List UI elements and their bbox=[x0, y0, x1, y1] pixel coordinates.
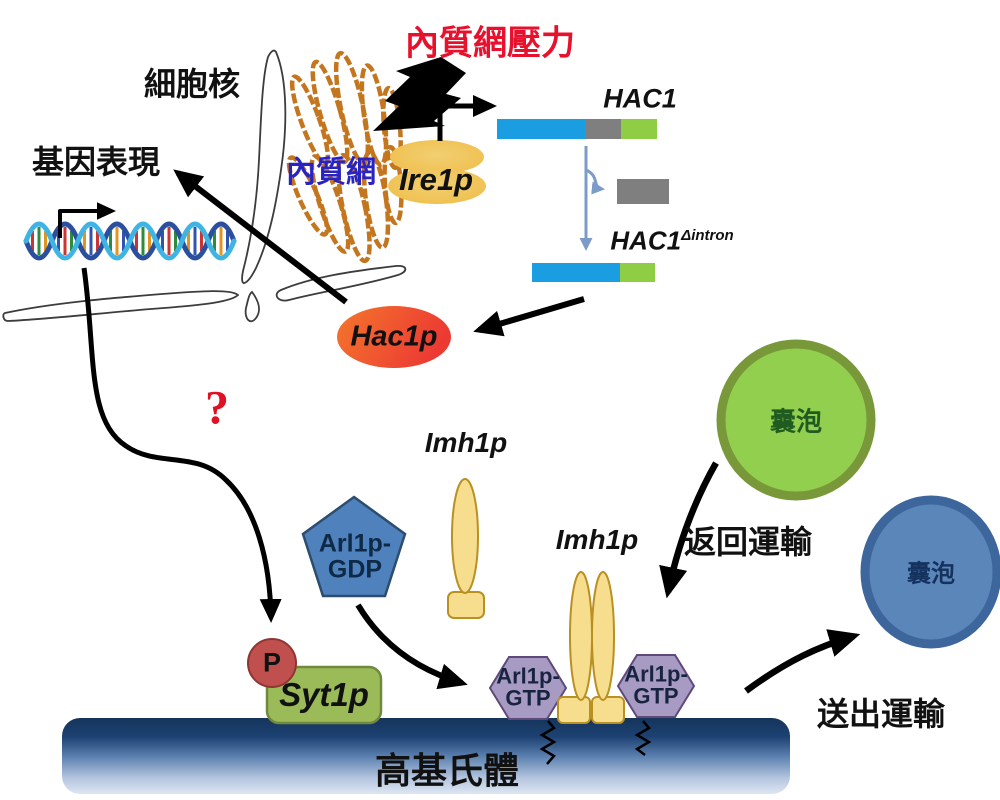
arl1p-gdp-line1: Arl1p- bbox=[318, 529, 392, 558]
arl1p-gtp-right-label: Arl1p- GTP bbox=[624, 661, 688, 709]
gdp-to-gtp-arrow bbox=[355, 603, 468, 690]
ire1p-label: Ire1p bbox=[398, 162, 474, 197]
vesicle-blue-label: 囊泡 bbox=[907, 561, 955, 588]
hac1-mrna-unspliced bbox=[497, 119, 657, 139]
anterograde-label: 送出運輸 bbox=[816, 696, 946, 732]
vesicle-green bbox=[716, 339, 876, 501]
imh1p-cytosolic bbox=[447, 478, 485, 619]
dna-helix bbox=[23, 221, 237, 261]
vesicle-blue bbox=[860, 495, 1000, 649]
arl1p-gdp-pentagon bbox=[301, 495, 407, 598]
syt1p-protein bbox=[265, 665, 383, 725]
spliced-to-hac1p-arrow bbox=[473, 296, 585, 337]
er-structure bbox=[286, 50, 404, 264]
hac1p-label: Hac1p bbox=[350, 320, 438, 353]
hac1-mrna-spliced bbox=[532, 263, 655, 282]
arl1p-gtp-right-line1: Arl1p- bbox=[624, 661, 688, 687]
splice-branch-arrow bbox=[585, 168, 605, 195]
imh1p-dimer bbox=[557, 571, 625, 724]
arl1p-gdp-label: Arl1p- GDP bbox=[318, 529, 392, 583]
vesicle-green-label: 囊泡 bbox=[769, 407, 823, 437]
syt1p-label: Syt1p bbox=[279, 676, 369, 713]
transcription-arrow bbox=[58, 202, 117, 238]
retrograde-arrow bbox=[659, 461, 719, 599]
hac1p-protein bbox=[337, 306, 451, 368]
hac1-spliced-sup: Δintron bbox=[681, 226, 734, 244]
golgi-label: 高基氏體 bbox=[374, 751, 520, 791]
imh1p-lower-label: Imh1p bbox=[555, 524, 639, 555]
nucleus-label: 細胞核 bbox=[143, 66, 241, 102]
lipid-anchor-squiggles bbox=[539, 720, 652, 765]
ire1p-protein bbox=[388, 140, 486, 204]
question-mark: ? bbox=[205, 381, 229, 435]
retrograde-label: 返回運輸 bbox=[683, 524, 813, 560]
arl1p-gtp-right-line2: GTP bbox=[633, 684, 679, 709]
arl1p-gtp-left-hexagon bbox=[488, 656, 568, 720]
imh1p-upper-label: Imh1p bbox=[424, 427, 508, 458]
gene-expression-label: 基因表現 bbox=[31, 144, 161, 180]
hac1p-to-gene-arrow bbox=[173, 169, 348, 305]
excised-intron bbox=[617, 179, 669, 204]
arl1p-gtp-left-label: Arl1p- GTP bbox=[496, 663, 560, 711]
phospho-circle bbox=[247, 638, 297, 688]
golgi-membrane bbox=[62, 718, 790, 794]
er-label: 內質網 bbox=[286, 156, 376, 189]
arl1p-gdp-line2: GDP bbox=[327, 555, 383, 583]
arl1p-gtp-right-hexagon bbox=[616, 654, 696, 718]
er-stress-label: 內質網壓力 bbox=[405, 25, 575, 63]
anterograde-arrow bbox=[744, 629, 861, 694]
arl1p-gtp-left-line1: Arl1p- bbox=[496, 663, 560, 689]
nucleus-outline bbox=[2, 49, 407, 323]
hac1-label: HAC1 bbox=[603, 83, 677, 114]
hac1-spliced-base: HAC1 bbox=[610, 225, 682, 256]
dna-to-syt1p-arrow bbox=[81, 267, 282, 623]
ire1-to-hac1-arrow bbox=[437, 94, 498, 141]
arl1p-gtp-left-line2: GTP bbox=[505, 686, 551, 711]
phospho-label: P bbox=[262, 647, 282, 678]
hac1-spliced-label: HAC1Δintron bbox=[610, 226, 733, 257]
lightning-bolt-icon bbox=[373, 57, 466, 131]
